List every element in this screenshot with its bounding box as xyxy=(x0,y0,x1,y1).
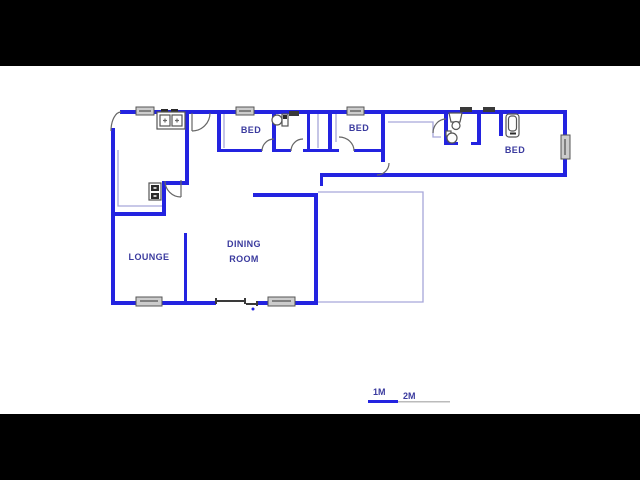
scale-1m-line xyxy=(368,400,398,403)
wall-segment xyxy=(111,301,216,305)
small-window xyxy=(460,107,472,112)
wall-segment xyxy=(303,149,330,152)
stove-icon xyxy=(148,182,162,201)
wall-segment xyxy=(328,112,332,152)
wall-segment xyxy=(184,233,187,303)
plan-dot xyxy=(251,307,255,311)
dining-line-1: DINING xyxy=(227,239,261,249)
wall-segment xyxy=(477,112,481,145)
wall-segment xyxy=(120,110,567,114)
small-window xyxy=(289,111,299,116)
sliding-door xyxy=(215,298,258,311)
bathtub-icon xyxy=(505,113,520,138)
wall-segment xyxy=(253,193,316,197)
toilet-icon xyxy=(271,113,289,127)
wall-segment xyxy=(162,181,189,185)
wall-segment xyxy=(217,112,221,152)
window xyxy=(346,106,365,116)
room-label-bed3: BED xyxy=(504,145,526,155)
wall-segment xyxy=(444,112,448,145)
wall-segment xyxy=(314,193,318,305)
dining-line-2: ROOM xyxy=(229,254,259,264)
wall-segment xyxy=(162,181,166,216)
wc-door-arc xyxy=(290,138,304,152)
back-door-arc xyxy=(191,112,211,132)
kitchen-counter-line xyxy=(117,150,162,207)
window xyxy=(267,296,296,307)
bed2-door-arc xyxy=(338,136,355,152)
wall-segment xyxy=(276,149,291,152)
room-label-bed1: BED xyxy=(240,125,262,135)
kitchen-door-arc xyxy=(164,180,182,198)
scale-label-2m: 2M xyxy=(403,391,416,401)
fixtures xyxy=(148,109,520,311)
bed1-door-arc xyxy=(261,138,275,152)
wall-segment xyxy=(111,212,166,216)
window xyxy=(135,106,155,116)
small-window xyxy=(483,107,495,112)
windows xyxy=(135,106,571,307)
annotation-lines xyxy=(117,114,441,303)
wall-segment xyxy=(381,112,385,162)
scale-label-1m: 1M xyxy=(373,387,386,397)
wall-segment xyxy=(322,173,567,177)
wall-segment xyxy=(330,149,339,152)
wall-segment xyxy=(354,149,385,152)
scale-bar xyxy=(368,400,450,403)
wall-segment xyxy=(471,142,481,145)
toilet-icon xyxy=(445,130,458,144)
wall-segment xyxy=(320,173,323,186)
scale-2m-line xyxy=(398,401,450,403)
wall-segment xyxy=(219,149,262,152)
window xyxy=(235,106,255,116)
window xyxy=(135,296,163,307)
wall-segment xyxy=(307,112,310,152)
room-label-bed2: BED xyxy=(348,123,370,133)
entry-door-arc xyxy=(110,111,122,132)
room-label-dining: DINING ROOM xyxy=(204,237,284,267)
door-swings xyxy=(110,111,447,198)
wall-segment xyxy=(111,128,115,305)
wall-segment xyxy=(499,112,503,136)
wash-basin-icon xyxy=(448,112,463,131)
planned-extension-outline xyxy=(318,191,424,303)
walls xyxy=(111,110,567,305)
double-sink-icon xyxy=(156,109,186,130)
window xyxy=(560,134,571,160)
bathroom-door-arc xyxy=(432,118,447,134)
hall-door-arc xyxy=(376,162,390,176)
room-label-lounge: LOUNGE xyxy=(128,252,170,262)
wall-segment xyxy=(272,112,276,152)
floor-plan-canvas xyxy=(0,66,640,414)
wall-segment xyxy=(185,112,189,183)
